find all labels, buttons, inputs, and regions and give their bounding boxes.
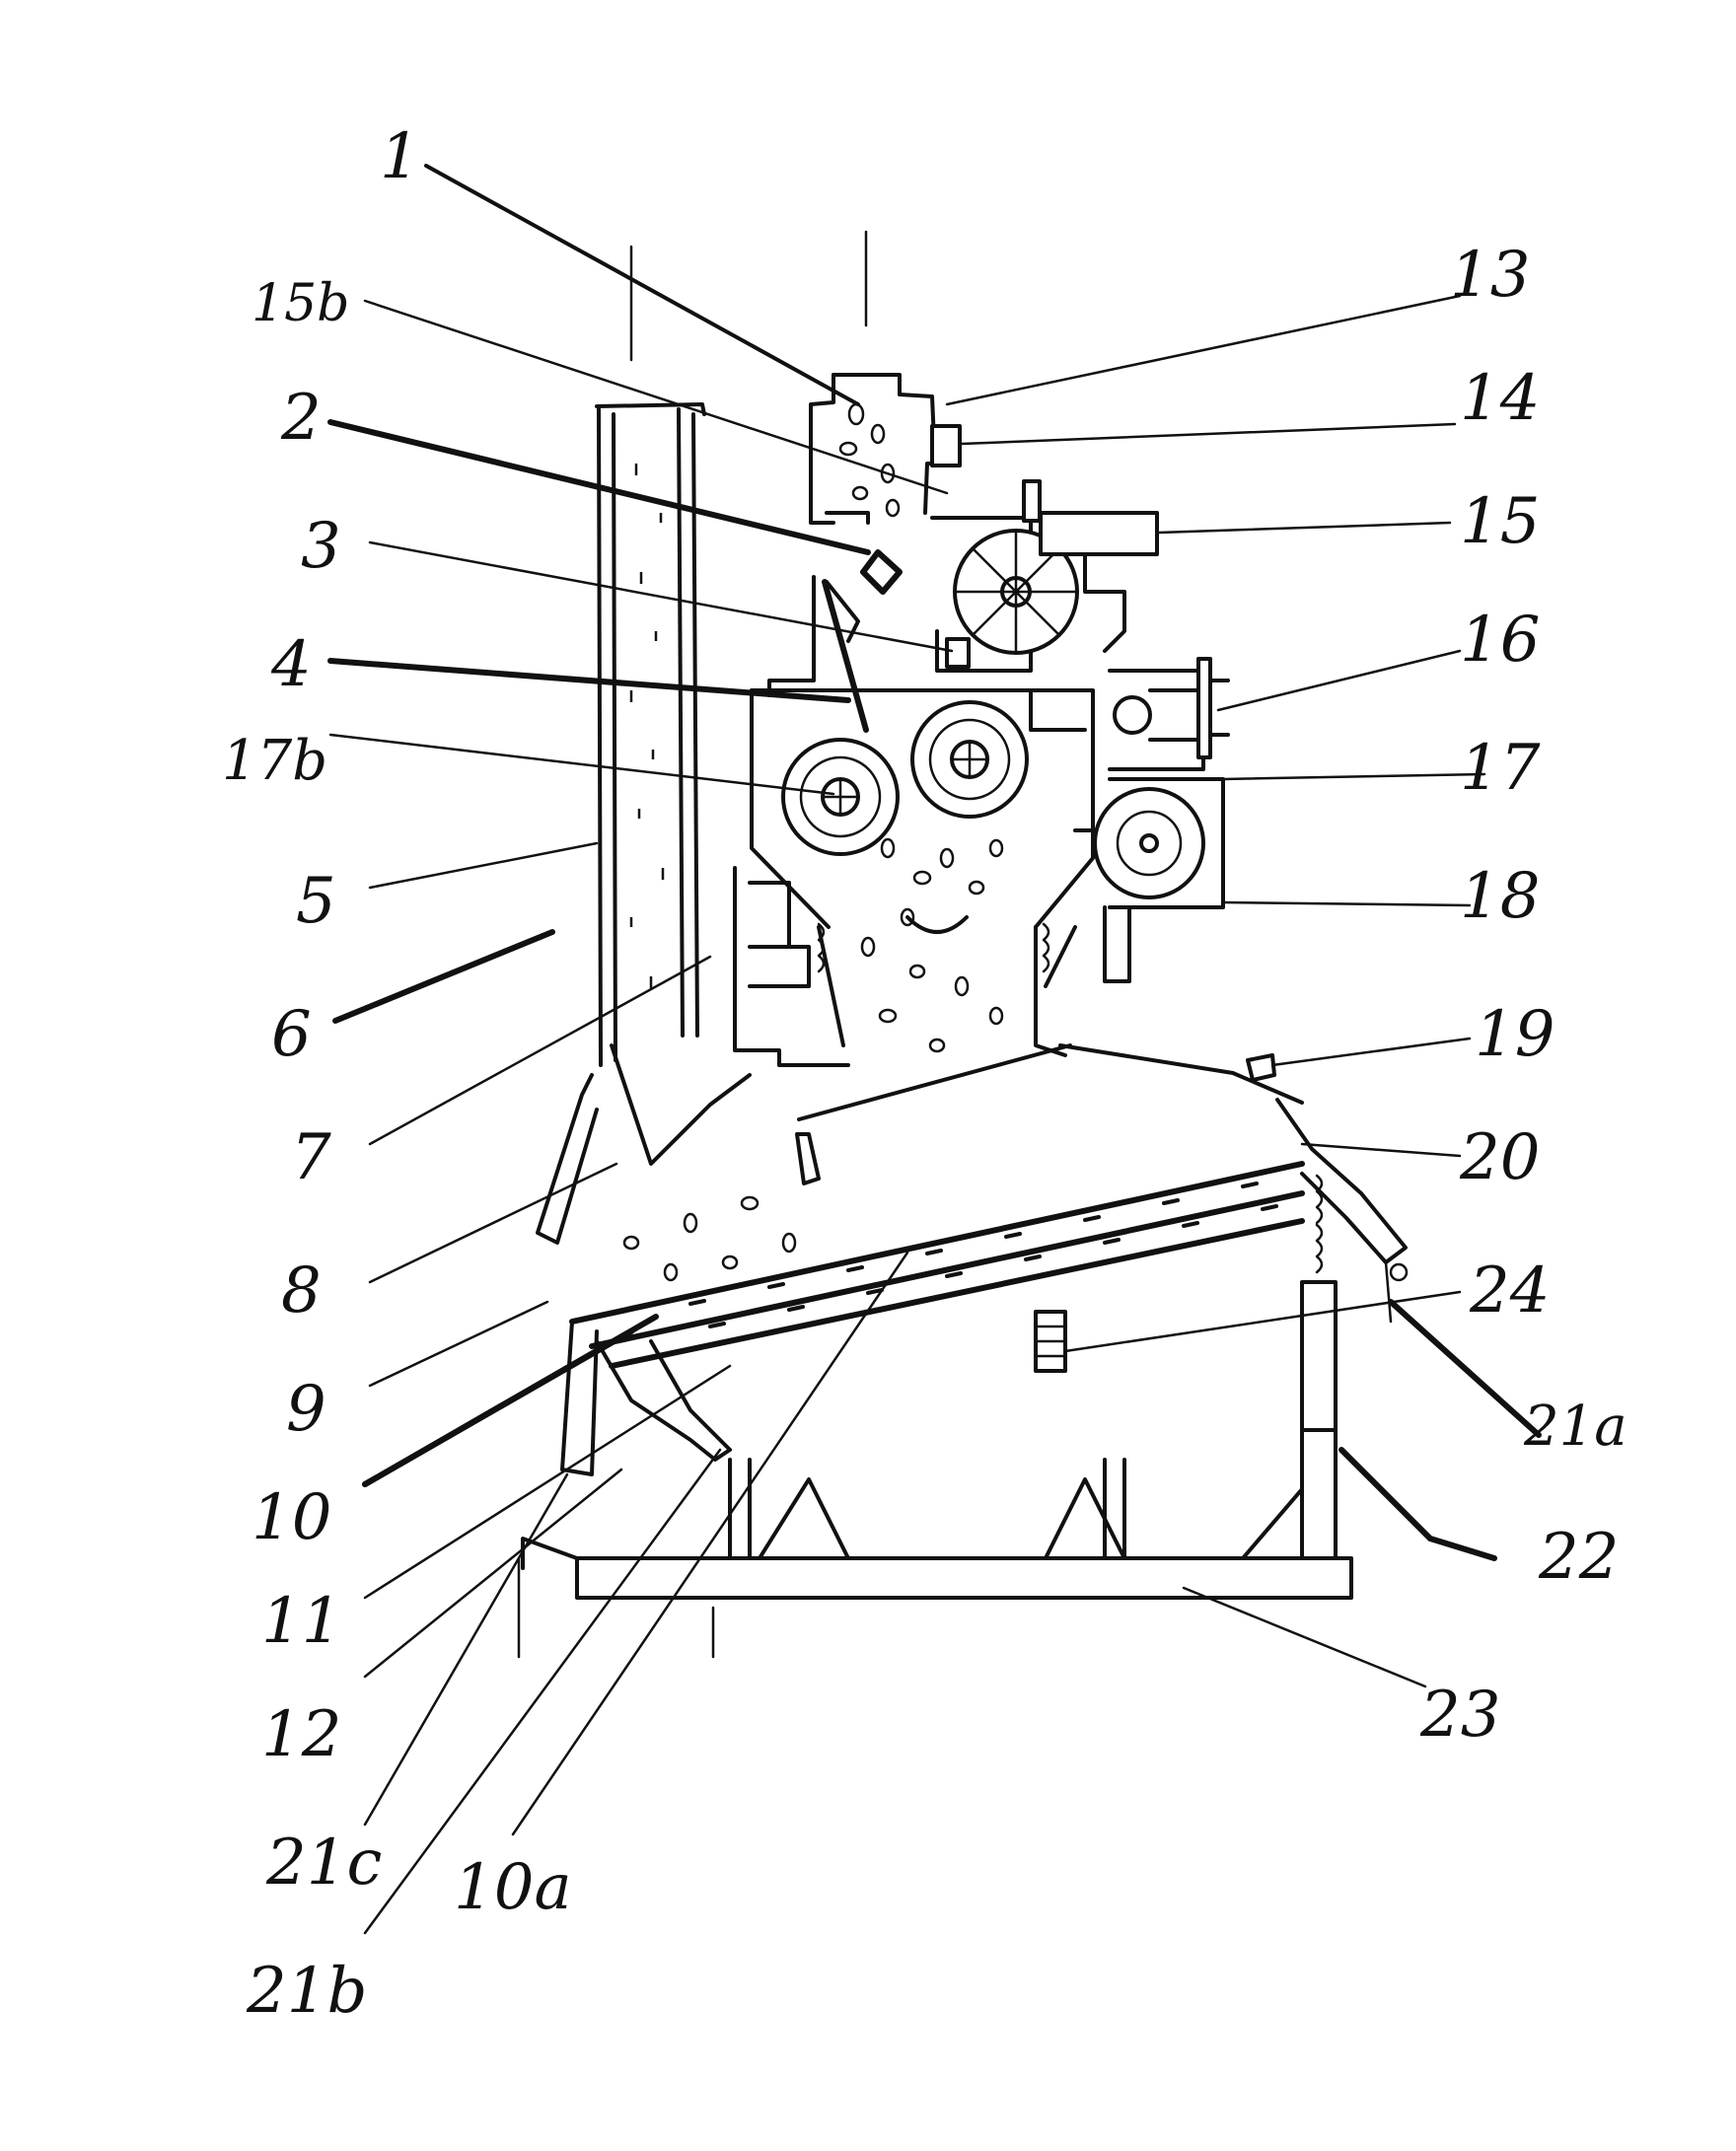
lower-hopper bbox=[735, 868, 1075, 1065]
leader-13 bbox=[947, 296, 1460, 404]
valve-3 bbox=[947, 639, 969, 667]
spring-support-22 bbox=[1302, 1282, 1336, 1430]
screen-deck-middle bbox=[592, 1193, 1302, 1346]
column-outer-wall bbox=[599, 409, 601, 1065]
column-inner-wall bbox=[679, 409, 683, 1036]
feed-pipe-15 bbox=[1041, 513, 1157, 554]
leader-3 bbox=[370, 542, 952, 651]
leader-1 bbox=[426, 166, 858, 404]
brace-mid bbox=[1046, 1479, 1124, 1558]
label-21a: 21a bbox=[1523, 1395, 1628, 1459]
reference-labels: 1 13 15b 14 2 15 3 16 4 17b 17 5 18 6 19… bbox=[222, 120, 1628, 2028]
label-11: 11 bbox=[261, 1585, 341, 1658]
label-19: 19 bbox=[1475, 998, 1555, 1071]
label-15b: 15b bbox=[252, 274, 349, 333]
base-rail-23 bbox=[577, 1558, 1351, 1598]
label-8: 8 bbox=[281, 1255, 322, 1327]
hopper-left-frame bbox=[735, 868, 848, 1065]
leader-18 bbox=[1223, 902, 1470, 905]
left-riser-column bbox=[597, 404, 704, 1065]
label-2: 2 bbox=[280, 382, 322, 455]
chamber-right-wall bbox=[1036, 830, 1093, 927]
outer-shell-right bbox=[1277, 1100, 1406, 1262]
label-7: 7 bbox=[291, 1121, 331, 1194]
label-3: 3 bbox=[301, 510, 341, 583]
leader-17 bbox=[1223, 774, 1484, 779]
label-20: 20 bbox=[1459, 1121, 1540, 1194]
label-24: 24 bbox=[1469, 1255, 1550, 1327]
spring-top bbox=[1317, 1176, 1322, 1223]
leader-22 bbox=[1341, 1450, 1494, 1558]
leader-6 bbox=[335, 932, 552, 1021]
label-9: 9 bbox=[286, 1373, 326, 1446]
drive-assembly bbox=[1095, 659, 1228, 981]
pivot-vane-2 bbox=[863, 552, 900, 592]
label-6: 6 bbox=[271, 998, 312, 1071]
rotary-feeder bbox=[932, 481, 1157, 671]
curved-chute-7 bbox=[612, 1045, 750, 1164]
brace-left bbox=[760, 1479, 848, 1558]
lip-8 bbox=[797, 1134, 819, 1183]
coupling-16 bbox=[1198, 659, 1210, 757]
leader-21c bbox=[365, 1474, 567, 1825]
leader-5 bbox=[370, 843, 597, 888]
leader-10-b bbox=[365, 1317, 656, 1484]
label-17b: 17b bbox=[222, 729, 327, 793]
label-12: 12 bbox=[261, 1698, 341, 1771]
label-23: 23 bbox=[1419, 1679, 1500, 1752]
screen-assembly bbox=[538, 1045, 1406, 1474]
leader-20 bbox=[1302, 1144, 1460, 1156]
leader-16 bbox=[1218, 651, 1460, 710]
nozzle-19 bbox=[1248, 1055, 1274, 1080]
label-4: 4 bbox=[270, 628, 312, 701]
splitter bbox=[907, 917, 967, 932]
label-10a: 10a bbox=[454, 1851, 572, 1924]
leader-11 bbox=[365, 1366, 730, 1598]
label-21b: 21b bbox=[246, 1955, 367, 2028]
label-18: 18 bbox=[1460, 860, 1540, 933]
label-1: 1 bbox=[380, 120, 420, 193]
leader-14 bbox=[962, 424, 1455, 444]
upper-deflector bbox=[1060, 1045, 1302, 1103]
label-16: 16 bbox=[1460, 604, 1540, 677]
label-15: 15 bbox=[1460, 485, 1540, 558]
leader-15b bbox=[365, 301, 947, 493]
leader-19 bbox=[1272, 1039, 1470, 1065]
leader-15 bbox=[1159, 523, 1450, 533]
label-22: 22 bbox=[1538, 1521, 1619, 1594]
label-21c: 21c bbox=[265, 1827, 382, 1900]
sensor-box-14 bbox=[932, 426, 960, 466]
leader-8 bbox=[370, 1164, 616, 1282]
leader-24 bbox=[1065, 1292, 1460, 1351]
label-17: 17 bbox=[1460, 732, 1541, 805]
leader-9 bbox=[370, 1302, 547, 1386]
leader-17b bbox=[330, 735, 833, 794]
label-10: 10 bbox=[252, 1481, 331, 1554]
label-5: 5 bbox=[296, 865, 336, 938]
leader-23 bbox=[1184, 1588, 1425, 1686]
label-14: 14 bbox=[1460, 362, 1540, 435]
motor-pulley bbox=[1095, 789, 1203, 897]
base-post-mid bbox=[1105, 1460, 1124, 1558]
label-13: 13 bbox=[1450, 239, 1530, 312]
outer-shell-left bbox=[538, 1075, 597, 1243]
brace-right bbox=[1243, 1489, 1302, 1558]
